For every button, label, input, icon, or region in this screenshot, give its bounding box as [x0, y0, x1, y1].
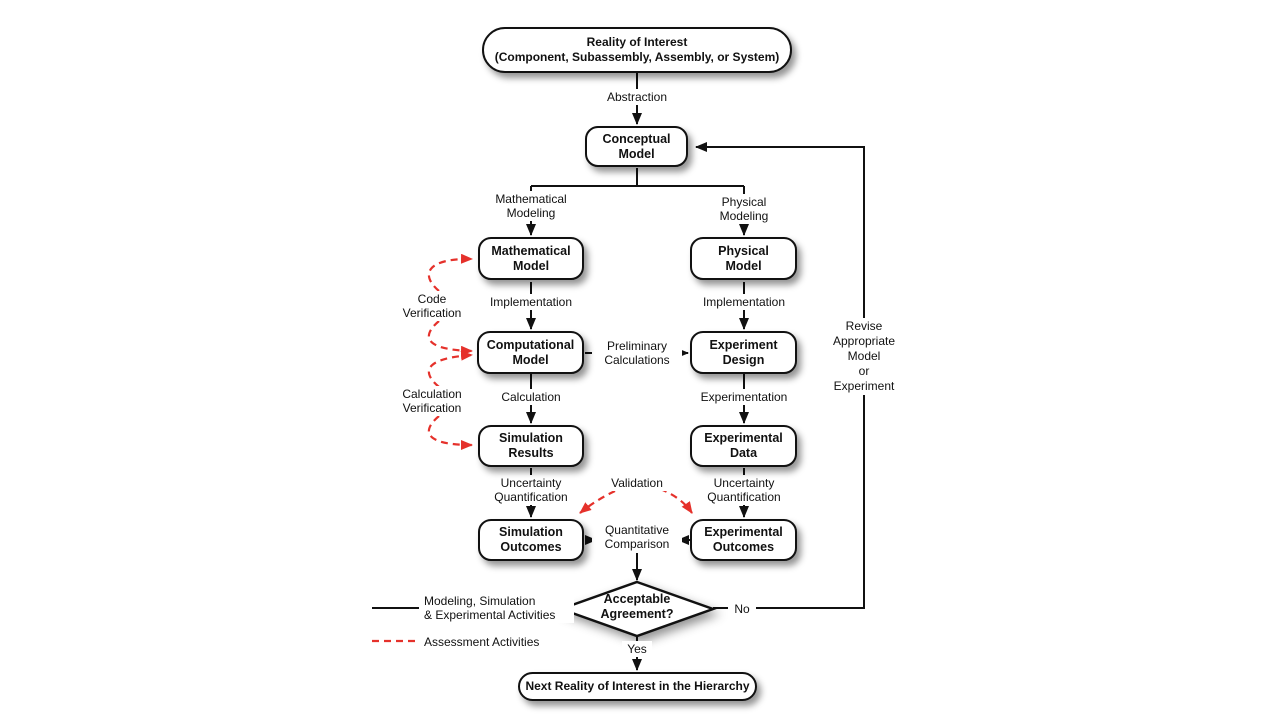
- node-conceptual-model: Conceptual Model: [585, 126, 688, 167]
- label-mathematical-modeling: Mathematical Modeling: [486, 191, 576, 221]
- label-validation: Validation: [607, 475, 667, 491]
- label-physical-modeling: Physical Modeling: [699, 194, 789, 224]
- decision-diamond: [557, 580, 717, 638]
- node-experimental-data: Experimental Data: [690, 425, 797, 467]
- label-quantitative-comparison: Quantitative Comparison: [592, 522, 682, 552]
- split-conceptual: [531, 168, 744, 187]
- arrow-code-verification-bottom: [427, 320, 473, 356]
- node-simulation-results: Simulation Results: [478, 425, 584, 467]
- legend-dashed-label: Assessment Activities: [424, 634, 574, 650]
- label-uq-left: Uncertainty Quantification: [486, 475, 576, 505]
- node-computational-model: Computational Model: [477, 331, 584, 374]
- label-abstraction: Abstraction: [592, 89, 682, 105]
- legend-solid-label: Modeling, Simulation & Experimental Acti…: [424, 593, 574, 623]
- node-physical-model: Physical Model: [690, 237, 797, 280]
- decision-label: Acceptable Agreement?: [600, 592, 674, 621]
- label-calculation-verification: Calculation Verification: [387, 386, 477, 416]
- arrow-calculation-verification-bottom: [427, 415, 473, 450]
- node-reality-of-interest: Reality of Interest (Component, Subassem…: [482, 27, 792, 73]
- label-experimentation: Experimentation: [697, 389, 791, 405]
- node-experimental-outcomes: Experimental Outcomes: [690, 519, 797, 561]
- arrow-code-verification-top: [427, 253, 473, 292]
- label-revise-feedback: Revise Appropriate Model or Experiment: [824, 318, 904, 395]
- node-next-reality: Next Reality of Interest in the Hierarch…: [518, 672, 757, 701]
- label-preliminary-calculations: Preliminary Calculations: [592, 338, 682, 368]
- node-experiment-design: Experiment Design: [690, 331, 797, 374]
- node-mathematical-model: Mathematical Model: [478, 237, 584, 280]
- label-no: No: [728, 601, 756, 617]
- label-code-verification: Code Verification: [392, 291, 472, 321]
- label-implementation-left: Implementation: [486, 294, 576, 310]
- arrow-validation-left: [579, 490, 616, 514]
- arrow-validation-right: [659, 487, 693, 514]
- arrow-calculation-verification-top: [427, 350, 473, 388]
- label-uq-right: Uncertainty Quantification: [699, 475, 789, 505]
- label-yes: Yes: [622, 641, 652, 657]
- node-simulation-outcomes: Simulation Outcomes: [478, 519, 584, 561]
- label-calculation: Calculation: [491, 389, 571, 405]
- label-implementation-right: Implementation: [699, 294, 789, 310]
